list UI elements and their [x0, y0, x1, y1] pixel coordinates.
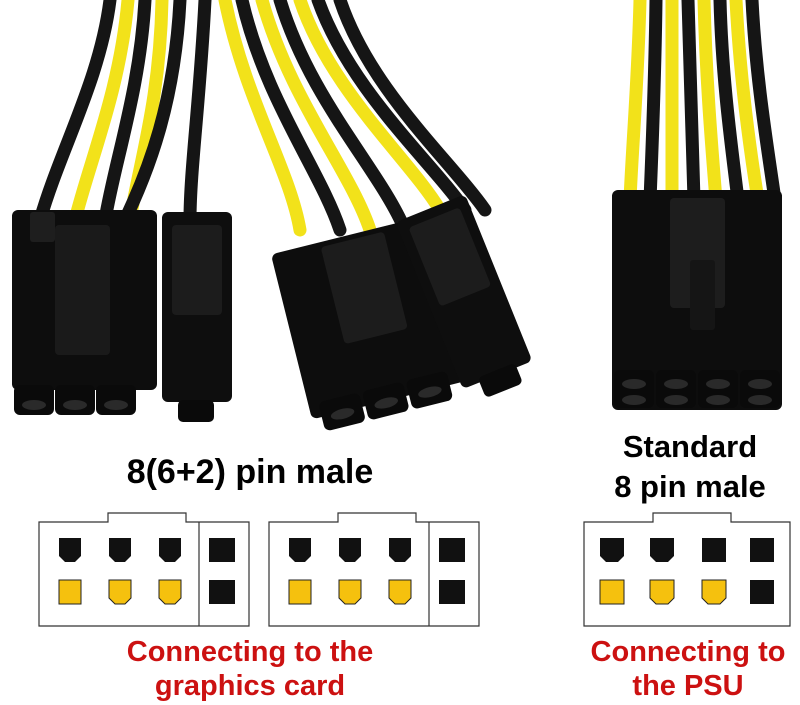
left-two-pin-connector — [162, 212, 232, 422]
right-cable-bundle — [623, 0, 782, 207]
right-caption-line1: Connecting to — [590, 636, 786, 668]
left-connector-label: 8(6+2) pin male — [126, 453, 374, 491]
left-six-pin-connector — [12, 210, 157, 415]
left-cable-bundle — [33, 0, 492, 237]
middle-two-pin-connector — [397, 195, 531, 397]
left-caption-line2: graphics card — [154, 670, 346, 702]
right-eight-pin-connector — [612, 190, 782, 410]
pinout-diagram-right — [583, 512, 791, 627]
connector-photo — [12, 0, 782, 431]
left-caption-line1: Connecting to the — [126, 636, 374, 668]
right-connector-label-line1: Standard — [622, 429, 758, 464]
pinout-diagram-left-b — [268, 512, 480, 627]
right-connector-label-line2: 8 pin male — [614, 469, 766, 504]
right-caption-line2: the PSU — [632, 670, 744, 702]
pinout-diagram-left-a — [38, 512, 250, 627]
